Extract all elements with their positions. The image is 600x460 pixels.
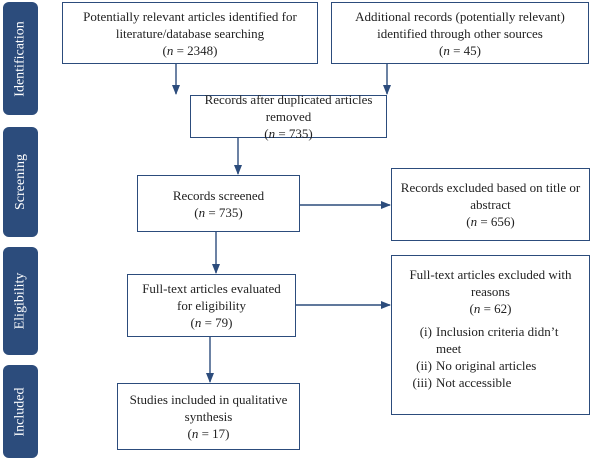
box-duplicates-removed-text: Records after duplicated articles remove… (204, 92, 373, 124)
box-included-studies: Studies included in qualitative synthesi… (117, 383, 300, 450)
box-literature-search-count: (n = 2348) (162, 42, 218, 58)
box-full-text-excluded: Full-text articles excluded with reasons… (391, 255, 590, 415)
box-full-text-assessed: Full-text articles evaluated for eligibi… (127, 274, 296, 337)
stage-screening: Screening (3, 127, 38, 237)
stage-eligibility: Eligibility (3, 247, 38, 355)
box-literature-search-text: Potentially relevant articles identified… (83, 8, 297, 41)
box-screened-count: (n = 735) (194, 204, 243, 220)
exclusion-reason: (ii) No original articles (416, 358, 537, 373)
stage-identification-label: Identification (12, 20, 28, 97)
box-literature-search: Potentially relevant articles identified… (62, 2, 318, 64)
stage-included: Included (3, 365, 38, 458)
box-duplicates-removed-count: (n = 735) (264, 126, 313, 141)
stage-included-label: Included (12, 387, 28, 436)
box-excluded-title-abstract-count: (n = 656) (466, 214, 515, 229)
box-included-studies-text: Studies included in qualitative synthesi… (129, 392, 288, 424)
box-other-sources-count: (n = 45) (438, 42, 482, 58)
box-full-text-excluded-count: (n = 62) (469, 301, 512, 316)
exclusion-reasons-list: (i) Inclusion criteria didn’t meet (ii) … (398, 323, 583, 391)
box-full-text-excluded-text: Full-text articles excluded with reasons (409, 267, 572, 299)
box-screened: Records screened (n = 735) (137, 175, 300, 232)
exclusion-reason: (i) Inclusion criteria didn’t meet (419, 324, 559, 356)
box-excluded-title-abstract-text: Records excluded based on title or abstr… (400, 180, 581, 212)
box-duplicates-removed: Records after duplicated articles remove… (190, 92, 387, 141)
box-other-sources-text: Additional records (potentially relevant… (355, 8, 565, 41)
box-other-sources: Additional records (potentially relevant… (331, 2, 589, 64)
box-screened-text: Records screened (172, 187, 265, 203)
box-included-studies-count: (n = 17) (187, 426, 230, 441)
box-excluded-title-abstract: Records excluded based on title or abstr… (391, 168, 590, 241)
box-full-text-assessed-text: Full-text articles evaluated for eligibi… (142, 281, 281, 313)
box-full-text-assessed-count: (n = 79) (190, 315, 233, 330)
stage-identification: Identification (3, 2, 38, 115)
stage-eligibility-label: Eligibility (12, 272, 28, 330)
exclusion-reason: (iii) Not accessible (412, 375, 512, 390)
stage-screening-label: Screening (12, 154, 28, 210)
